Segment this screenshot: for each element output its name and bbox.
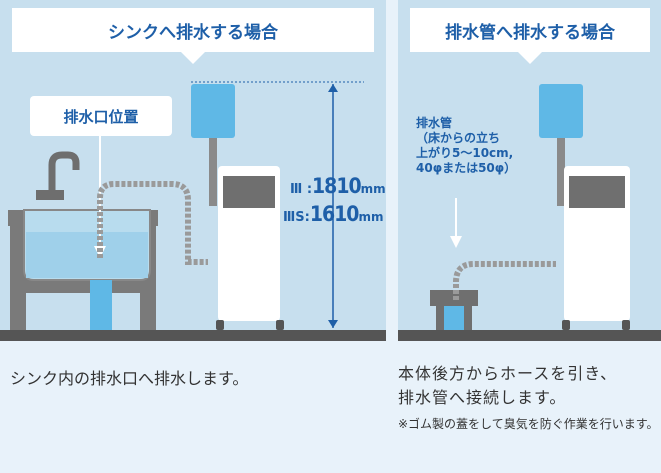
height-iis-value: 1610 (309, 202, 360, 226)
height-ii-unit: mm (360, 182, 386, 196)
sink-drain-panel: シンクへ排水する場合 排水口位置 Ⅲ :1810mm ⅢS:1610mm (0, 0, 386, 341)
water-tank (191, 84, 235, 138)
drain-pipe-wall-left (436, 290, 444, 330)
sink-water (26, 232, 148, 278)
pipe-drain-caption: 本体後方からホースを引き、 排水管へ接続します。 (398, 364, 618, 407)
pipe-spec-note: 排水管 （床からの立ち 上がり5～10cm, 40φまたは50φ） (416, 116, 517, 175)
faucet-icon (48, 151, 80, 198)
unit-pole (557, 136, 565, 206)
pipe-drain-title: 排水管へ排水する場合 (410, 8, 650, 64)
unit-caster-left (562, 320, 570, 330)
height-iis-model: ⅢS (283, 210, 305, 225)
height-iis-unit: mm (358, 210, 384, 224)
pipe-drain-panel: 排水管へ排水する場合 排水管 （床からの立ち 上がり5～10cm, 40φまたは… (398, 0, 661, 341)
dehumidifier-panel (223, 176, 275, 208)
unit-caster-right (276, 320, 284, 330)
sink-drain-illustration (0, 81, 386, 341)
sink-drain-title: シンクへ排水する場合 (12, 8, 374, 64)
drain-pipe-water (444, 306, 464, 330)
unit-pole (209, 136, 217, 206)
height-ii-label: Ⅲ :1810mm (290, 174, 386, 198)
pipe-drain-illustration (398, 84, 661, 341)
drain-position-label: 排水口位置 (30, 96, 172, 136)
sink-drain-caption: シンク内の排水口へ排水します。 (10, 369, 249, 388)
pipe-pointer-arrow (450, 236, 462, 248)
faucet-base (36, 190, 64, 200)
height-arrow-bottom (328, 320, 338, 328)
floor (0, 330, 386, 341)
water-tank (539, 84, 583, 138)
height-ii-value: 1810 (312, 174, 362, 198)
unit-caster-right (622, 320, 630, 330)
drain-hose (453, 261, 556, 300)
height-iis-label: ⅢS:1610mm (283, 202, 384, 226)
height-ii-model: Ⅲ (290, 182, 303, 197)
drain-pipe-wall-right (464, 290, 472, 330)
drain-hose (97, 181, 208, 265)
drain-pipe (90, 280, 112, 330)
dehumidifier-panel (569, 176, 625, 208)
floor (398, 330, 661, 341)
height-arrow-top (328, 84, 338, 92)
pipe-drain-note: ※ゴム製の蓋をして臭気を防ぐ作業を行います。 (398, 417, 659, 431)
unit-caster-left (216, 320, 224, 330)
